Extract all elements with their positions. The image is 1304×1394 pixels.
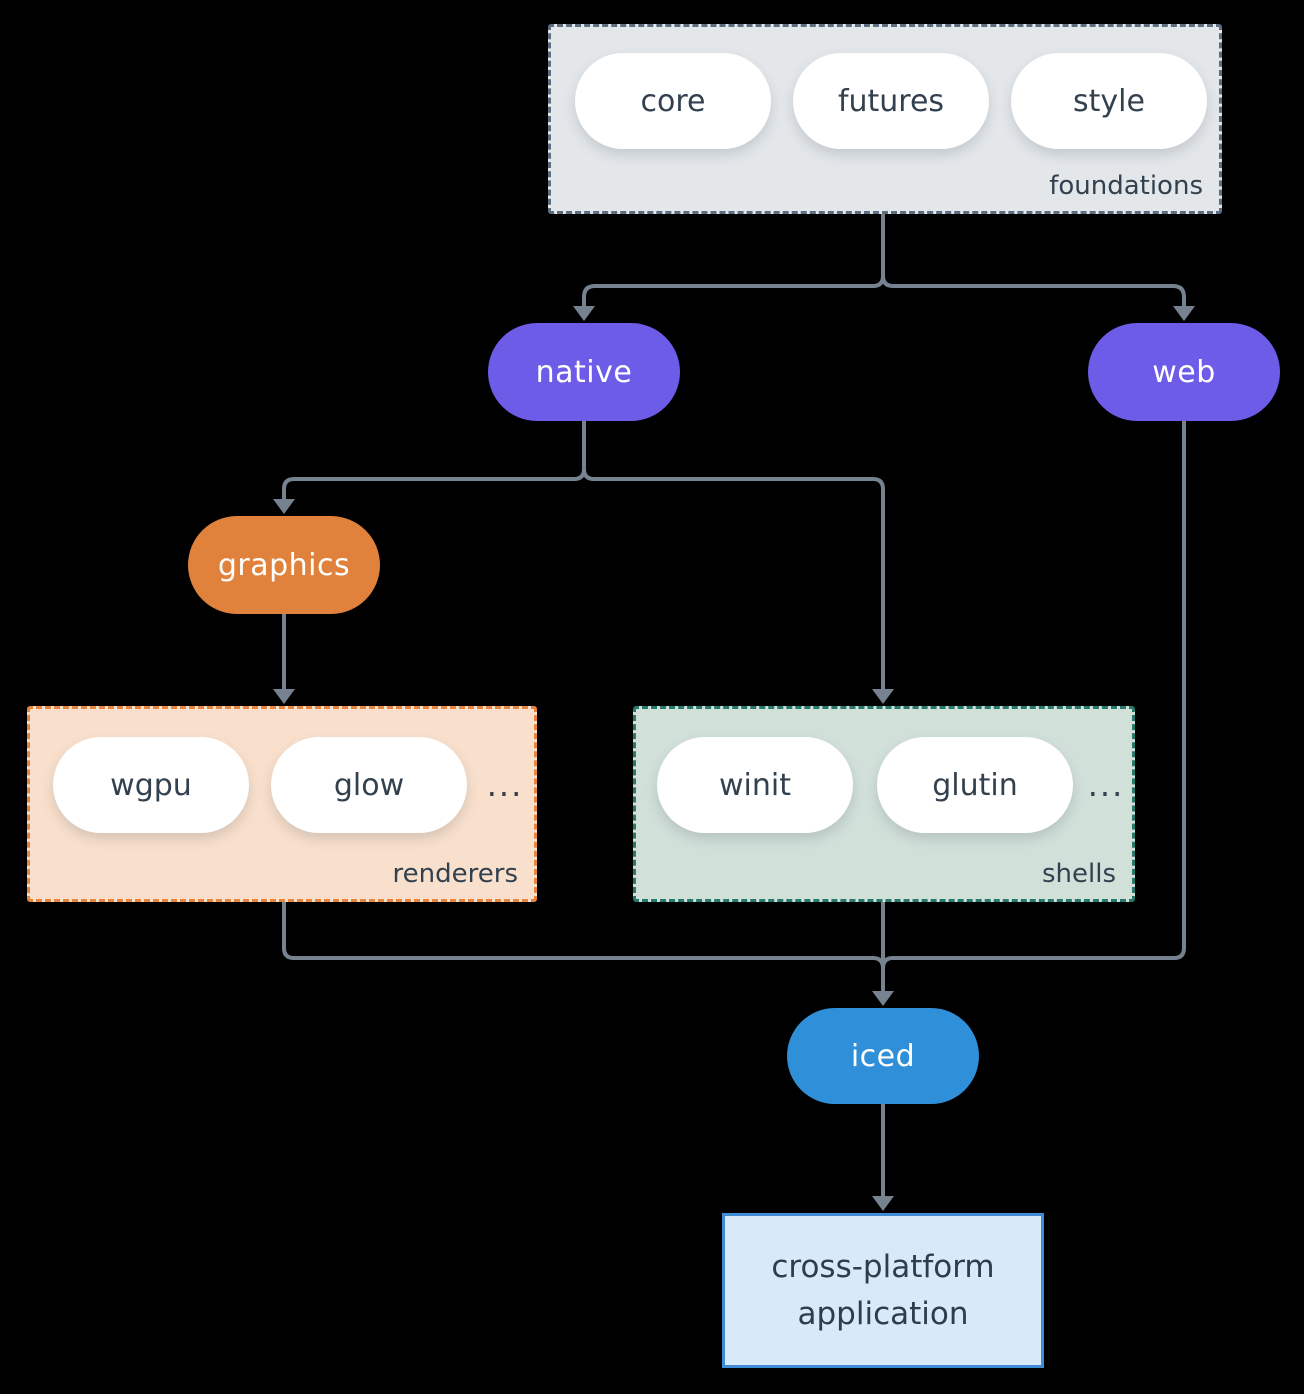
node-graphics: graphics — [188, 516, 380, 614]
group-renderers: wgpu glow ... renderers — [27, 706, 537, 902]
node-glow: glow — [271, 737, 467, 833]
edge-renderers-iced — [282, 902, 885, 975]
group-foundations: core futures style foundations — [548, 24, 1222, 214]
node-futures: futures — [793, 53, 989, 149]
node-winit: winit — [657, 737, 853, 833]
shells-label: shells — [1041, 859, 1116, 889]
node-glutin: glutin — [877, 737, 1073, 833]
edge-native-graphics — [282, 421, 586, 501]
node-iced: iced — [787, 1008, 979, 1104]
node-style: style — [1011, 53, 1207, 149]
node-wgpu: wgpu — [53, 737, 249, 833]
node-web: web — [1088, 323, 1280, 421]
foundations-label: foundations — [1049, 171, 1203, 201]
arrowhead-web — [1173, 306, 1195, 321]
application-line2: application — [797, 1295, 969, 1332]
arrowhead-native — [573, 306, 595, 321]
arrowhead-iced — [872, 991, 894, 1006]
renderers-label: renderers — [392, 859, 518, 889]
edge-native-shells — [582, 421, 885, 691]
renderers-ellipsis: ... — [486, 766, 524, 804]
node-native: native — [488, 323, 680, 421]
arrowhead-graphics — [273, 499, 295, 514]
node-application: cross-platform application — [722, 1213, 1044, 1368]
arrowhead-renderers — [273, 689, 295, 704]
edge-foundations-native — [582, 214, 885, 308]
group-shells: winit glutin ... shells — [633, 706, 1135, 902]
arrowhead-application — [872, 1196, 894, 1211]
edge-foundations-web — [881, 214, 1186, 308]
arrowhead-shells — [872, 689, 894, 704]
application-line1: cross-platform — [771, 1248, 995, 1285]
node-core: core — [575, 53, 771, 149]
shells-ellipsis: ... — [1087, 766, 1125, 804]
